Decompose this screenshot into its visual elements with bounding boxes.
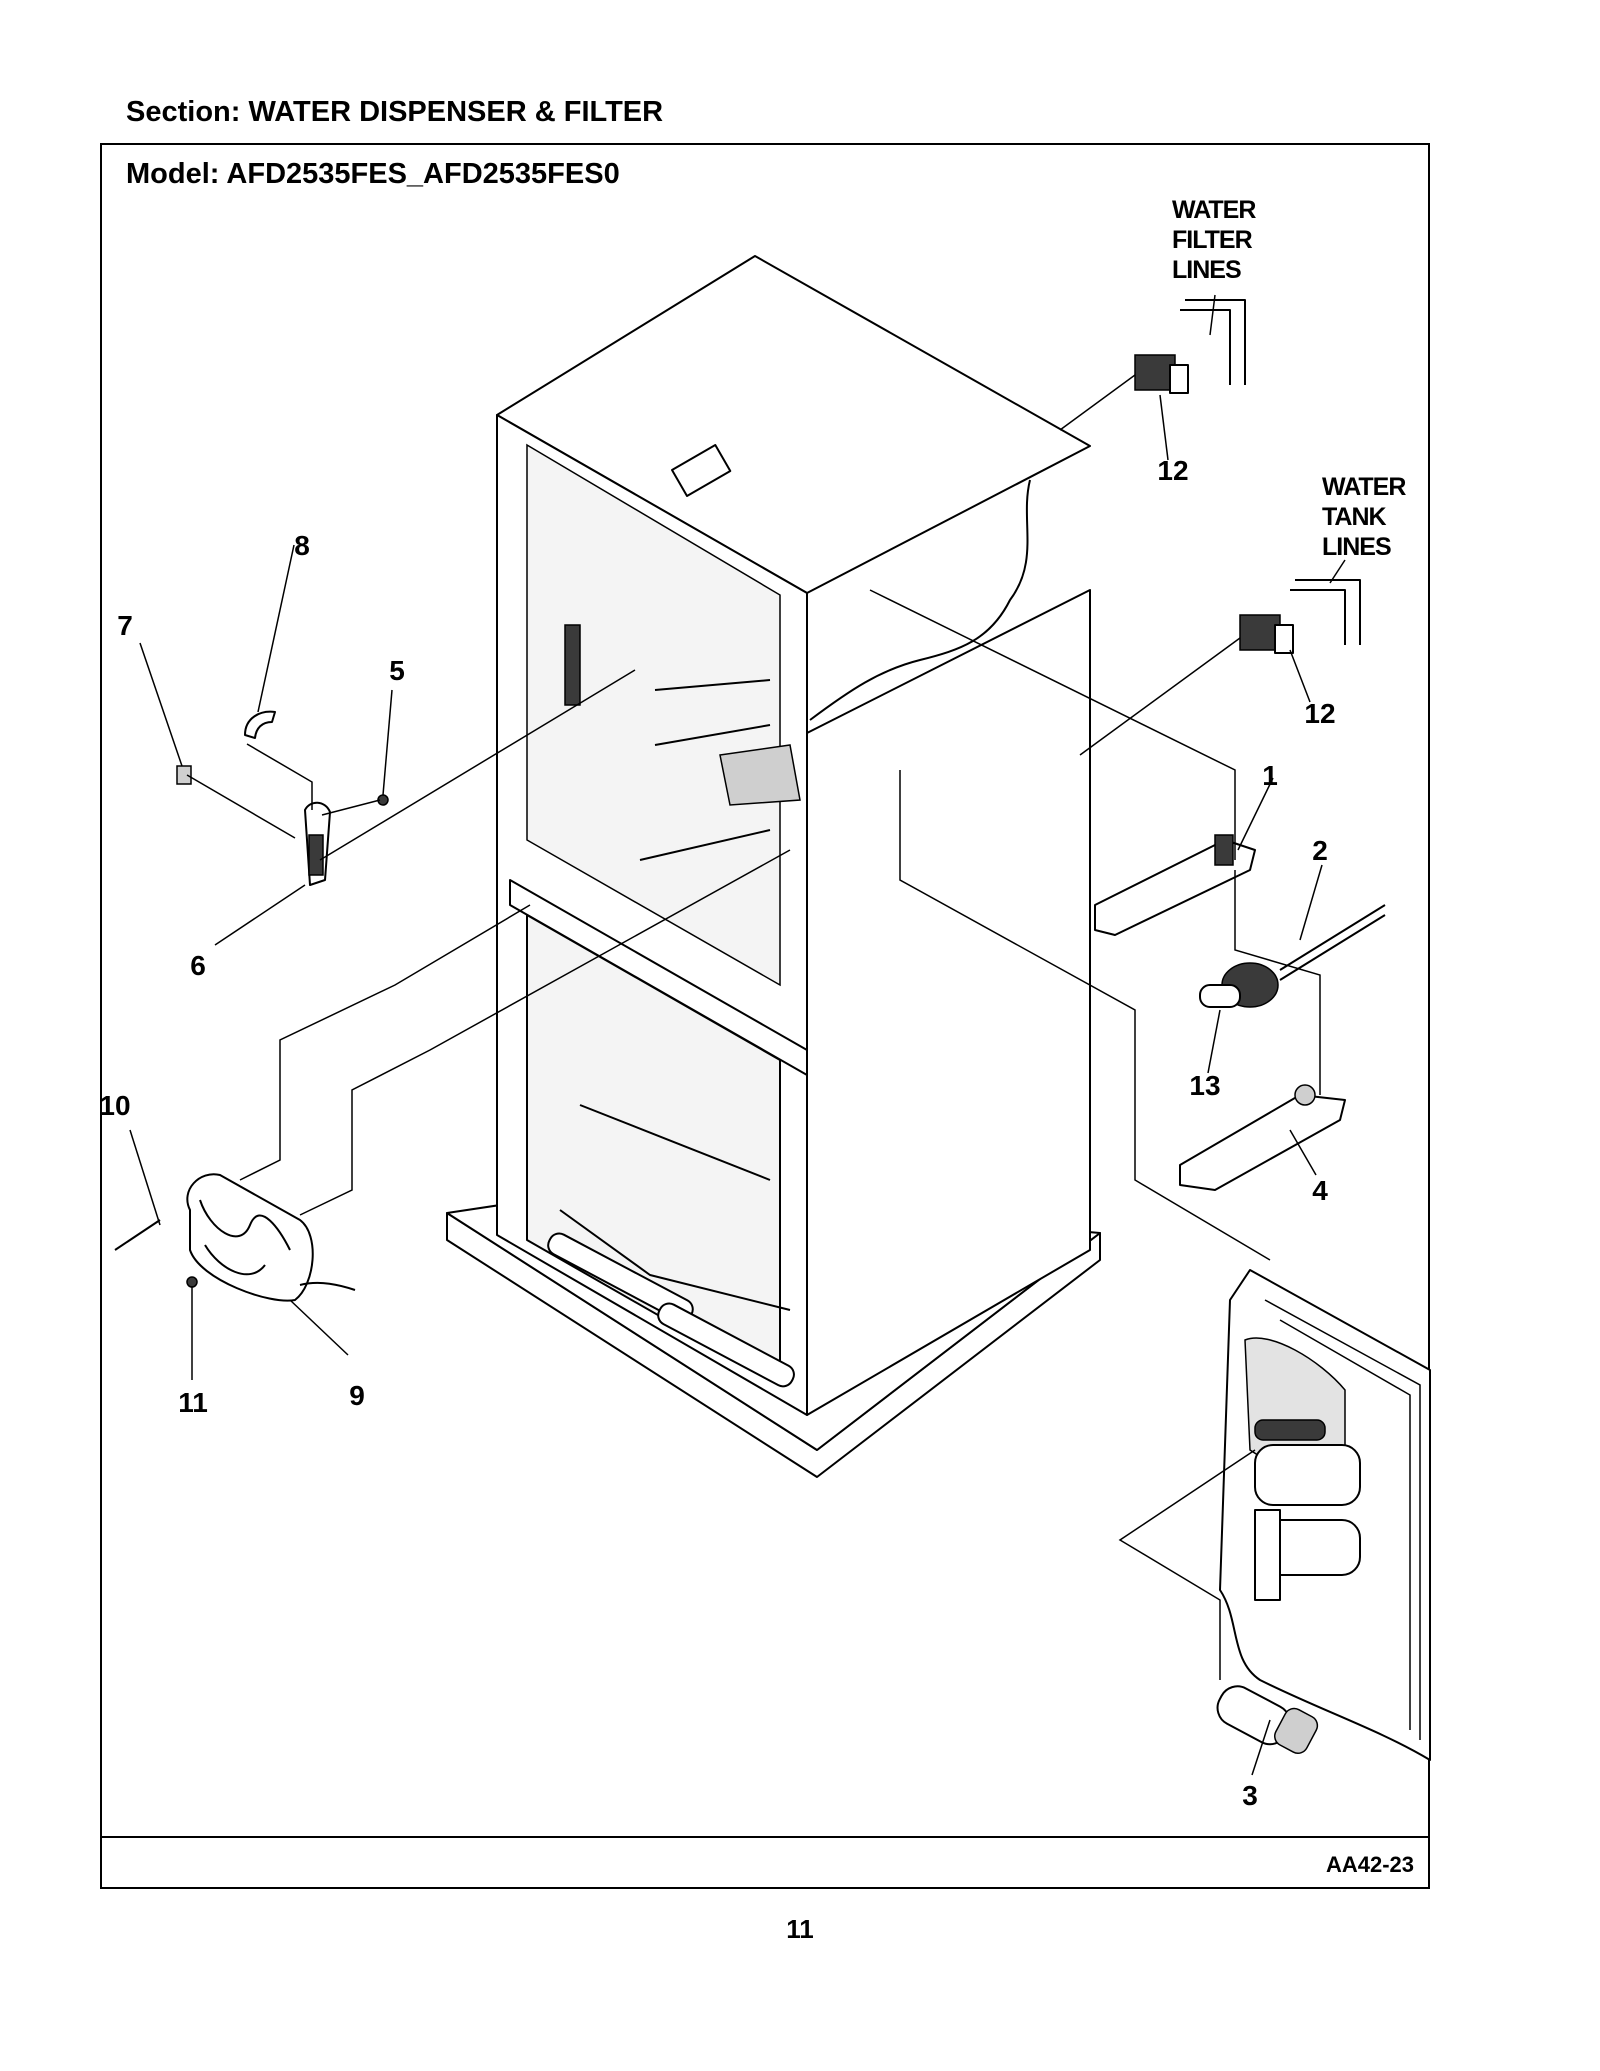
part-7-clip — [176, 765, 192, 785]
part-9-water-tank — [186, 1173, 356, 1302]
callouts: 1 2 3 4 5 6 7 8 9 10 11 12 12 13 — [99, 455, 1335, 1811]
footer-divider — [100, 1836, 1430, 1838]
page-number: 11 — [786, 1914, 814, 1944]
callout-4: 4 — [1312, 1175, 1328, 1206]
callout-7: 7 — [117, 610, 133, 641]
part-13-valve — [1199, 904, 1386, 1008]
part-12-fitting-upper — [1134, 299, 1246, 394]
label-water: WATER — [1172, 196, 1256, 224]
label-filter: FILTER — [1172, 226, 1253, 254]
callout-1: 1 — [1262, 760, 1278, 791]
callout-5: 5 — [389, 655, 405, 686]
part-4-bracket — [1179, 1084, 1346, 1191]
callout-12-upper: 12 — [1157, 455, 1188, 486]
part-12-fitting-lower — [1239, 579, 1361, 654]
part-3-filter-cartridge — [1216, 1685, 1319, 1754]
callout-10: 10 — [99, 1090, 130, 1121]
door-cutaway — [1219, 1269, 1431, 1761]
part-10-screw — [114, 1219, 161, 1251]
callout-8: 8 — [294, 530, 310, 561]
refrigerator-cabinet — [446, 255, 1101, 1478]
callout-6: 6 — [190, 950, 206, 981]
part-8-cover — [244, 710, 276, 739]
water-lines — [186, 374, 1321, 1680]
label-water: WATER — [1322, 473, 1406, 501]
section-title: Section: WATER DISPENSER & FILTER — [126, 96, 664, 128]
label-water-filter-lines: WATER FILTER LINES — [1172, 196, 1257, 284]
label-lines: LINES — [1172, 256, 1241, 284]
label-lines: LINES — [1322, 533, 1391, 561]
part-11-screw — [186, 1276, 198, 1288]
model-title: Model: AFD2535FES_AFD2535FES0 — [126, 158, 620, 190]
diagram-code: AA42-23 — [1325, 1852, 1414, 1877]
part-1-filter-head — [1094, 834, 1256, 936]
callout-13: 13 — [1189, 1070, 1220, 1101]
callout-9: 9 — [349, 1380, 365, 1411]
callout-11: 11 — [178, 1387, 208, 1418]
label-water-tank-lines: WATER TANK LINES — [1322, 473, 1407, 561]
leader-lines — [129, 294, 1346, 1776]
label-tank: TANK — [1322, 503, 1387, 531]
callout-12-lower: 12 — [1304, 698, 1335, 729]
part-6-lever — [304, 801, 331, 886]
callout-3: 3 — [1242, 1780, 1258, 1811]
diagram-frame — [100, 143, 1430, 1889]
callout-2: 2 — [1312, 835, 1328, 866]
